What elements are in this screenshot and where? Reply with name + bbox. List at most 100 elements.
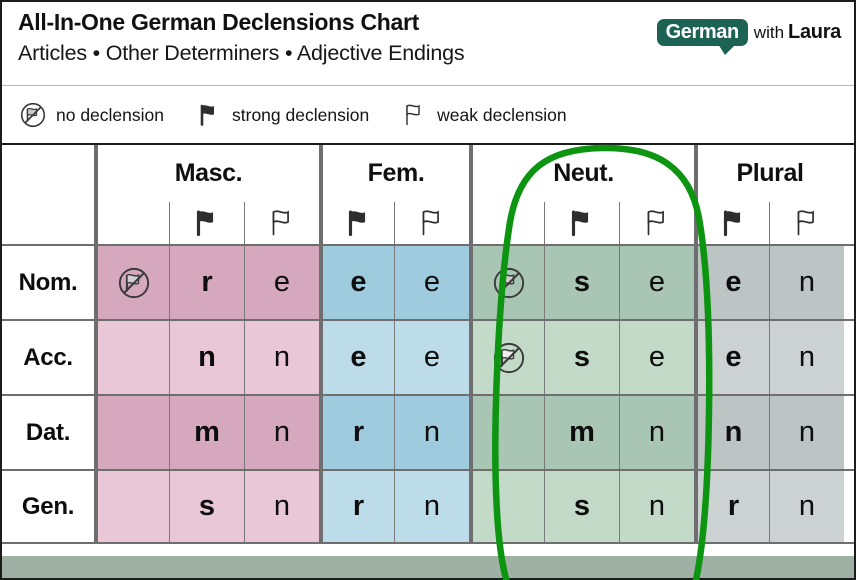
cell-gen-plural-strong: r <box>694 471 769 542</box>
ending-value: n <box>798 266 816 298</box>
cell-dat-fem-strong: r <box>319 396 394 469</box>
cell-nom-fem-weak: e <box>394 246 469 319</box>
gender-header-neut: Neut. <box>469 145 694 202</box>
cell-nom-plural-strong: e <box>694 246 769 319</box>
case-label: Dat. <box>25 418 71 446</box>
cell-nom-fem-strong: e <box>319 246 394 319</box>
subheader-masc-weak <box>244 202 319 244</box>
ending-value: m <box>194 416 220 448</box>
gender-header-masc: Masc. <box>94 145 319 202</box>
cell-nom-masc-weak: e <box>244 246 319 319</box>
cell-nom-masc-no <box>94 246 169 319</box>
gender-header-fem: Fem. <box>319 145 469 202</box>
subheader-masc-no <box>94 202 169 244</box>
subheader-fem-weak <box>394 202 469 244</box>
legend-label-no-declension: no declension <box>56 104 164 125</box>
cell-gen-fem-weak: n <box>394 471 469 542</box>
cell-acc-fem-strong: e <box>319 321 394 394</box>
ending-value: n <box>423 490 441 522</box>
ending-value: r <box>352 416 365 448</box>
cell-dat-plural-weak: n <box>769 396 844 469</box>
cell-gen-neut-weak: n <box>619 471 694 542</box>
subheader-neut-no <box>469 202 544 244</box>
case-label: Acc. <box>23 343 73 371</box>
cell-gen-masc-strong: s <box>169 471 244 542</box>
cell-acc-masc-strong: n <box>169 321 244 394</box>
ending-value: e <box>725 341 742 373</box>
gender-label-plural: Plural <box>736 159 804 187</box>
row-header-gen: Gen. <box>2 471 94 542</box>
table-row: Gen. s n r n s n r <box>2 469 854 544</box>
weak-declension-flag-icon <box>797 210 814 236</box>
weak-declension-flag-icon <box>647 210 664 236</box>
subheader-plural-strong <box>694 202 769 244</box>
ending-value: n <box>648 416 666 448</box>
ending-value: n <box>273 341 291 373</box>
ending-value: s <box>573 266 591 298</box>
strong-declension-flag-icon <box>723 210 740 237</box>
gender-label-neut: Neut. <box>553 159 614 187</box>
cell-gen-neut-no <box>469 471 544 542</box>
strong-declension-flag-icon <box>348 210 365 237</box>
subheader-plural-weak <box>769 202 844 244</box>
ending-value: s <box>198 490 216 522</box>
bottom-strip <box>2 556 854 578</box>
logo-connector-text: with <box>753 22 785 42</box>
ending-value: n <box>648 490 666 522</box>
cell-dat-masc-strong: m <box>169 396 244 469</box>
cell-acc-fem-weak: e <box>394 321 469 394</box>
table-row: Dat. m n r n m n n <box>2 394 854 469</box>
gender-header-plural: Plural <box>694 145 842 202</box>
cell-acc-plural-strong: e <box>694 321 769 394</box>
cell-dat-masc-no <box>94 396 169 469</box>
ending-value: e <box>725 266 742 298</box>
cell-nom-masc-strong: r <box>169 246 244 319</box>
strong-declension-flag-icon <box>196 210 214 237</box>
ending-value: n <box>273 490 291 522</box>
cell-gen-fem-strong: r <box>319 471 394 542</box>
logo-brand-text: German <box>665 20 740 43</box>
ending-value: n <box>198 341 216 373</box>
brand-logo: German with Laura <box>656 15 841 55</box>
ending-value: e <box>350 341 367 373</box>
cell-gen-masc-weak: n <box>244 471 319 542</box>
weak-declension-flag-icon <box>422 210 439 236</box>
weak-declension-flag-icon <box>272 210 289 236</box>
cell-nom-neut-strong: s <box>544 246 619 319</box>
cell-acc-neut-strong: s <box>544 321 619 394</box>
cell-nom-plural-weak: n <box>769 246 844 319</box>
speech-bubble-icon: German <box>656 18 748 55</box>
no-declension-icon <box>493 267 524 298</box>
no-declension-icon <box>118 267 149 298</box>
cell-gen-masc-no <box>94 471 169 542</box>
ending-value: e <box>648 341 666 373</box>
ending-value: r <box>201 266 213 298</box>
row-header-dat: Dat. <box>2 396 94 469</box>
cell-acc-masc-weak: n <box>244 321 319 394</box>
page-header: All-In-One German Declensions Chart Arti… <box>2 2 854 86</box>
logo-name-text: Laura <box>788 21 841 43</box>
table-row: Acc. n n e e <box>2 319 854 394</box>
cell-dat-neut-no <box>469 396 544 469</box>
legend-label-strong-declension: strong declension <box>232 104 370 125</box>
cell-dat-neut-strong: m <box>544 396 619 469</box>
legend-item-no-declension: no declension <box>18 100 164 130</box>
no-declension-icon <box>18 100 48 130</box>
ending-value: n <box>724 416 743 448</box>
cell-acc-neut-weak: e <box>619 321 694 394</box>
legend-item-weak-declension: weak declension <box>399 100 567 130</box>
ending-value: n <box>798 490 816 522</box>
subheader-neut-weak <box>619 202 694 244</box>
title-block: All-In-One German Declensions Chart Arti… <box>18 9 465 66</box>
cell-acc-masc-no <box>94 321 169 394</box>
cell-dat-neut-weak: n <box>619 396 694 469</box>
ending-value: s <box>573 341 591 373</box>
cell-gen-plural-weak: n <box>769 471 844 542</box>
strong-declension-flag-icon <box>194 100 224 130</box>
subheader-corner-cell <box>2 202 94 244</box>
cell-dat-plural-strong: n <box>694 396 769 469</box>
declensions-table: Masc. Fem. Neut. Plural <box>2 145 854 556</box>
cell-dat-masc-weak: n <box>244 396 319 469</box>
cell-acc-plural-weak: n <box>769 321 844 394</box>
